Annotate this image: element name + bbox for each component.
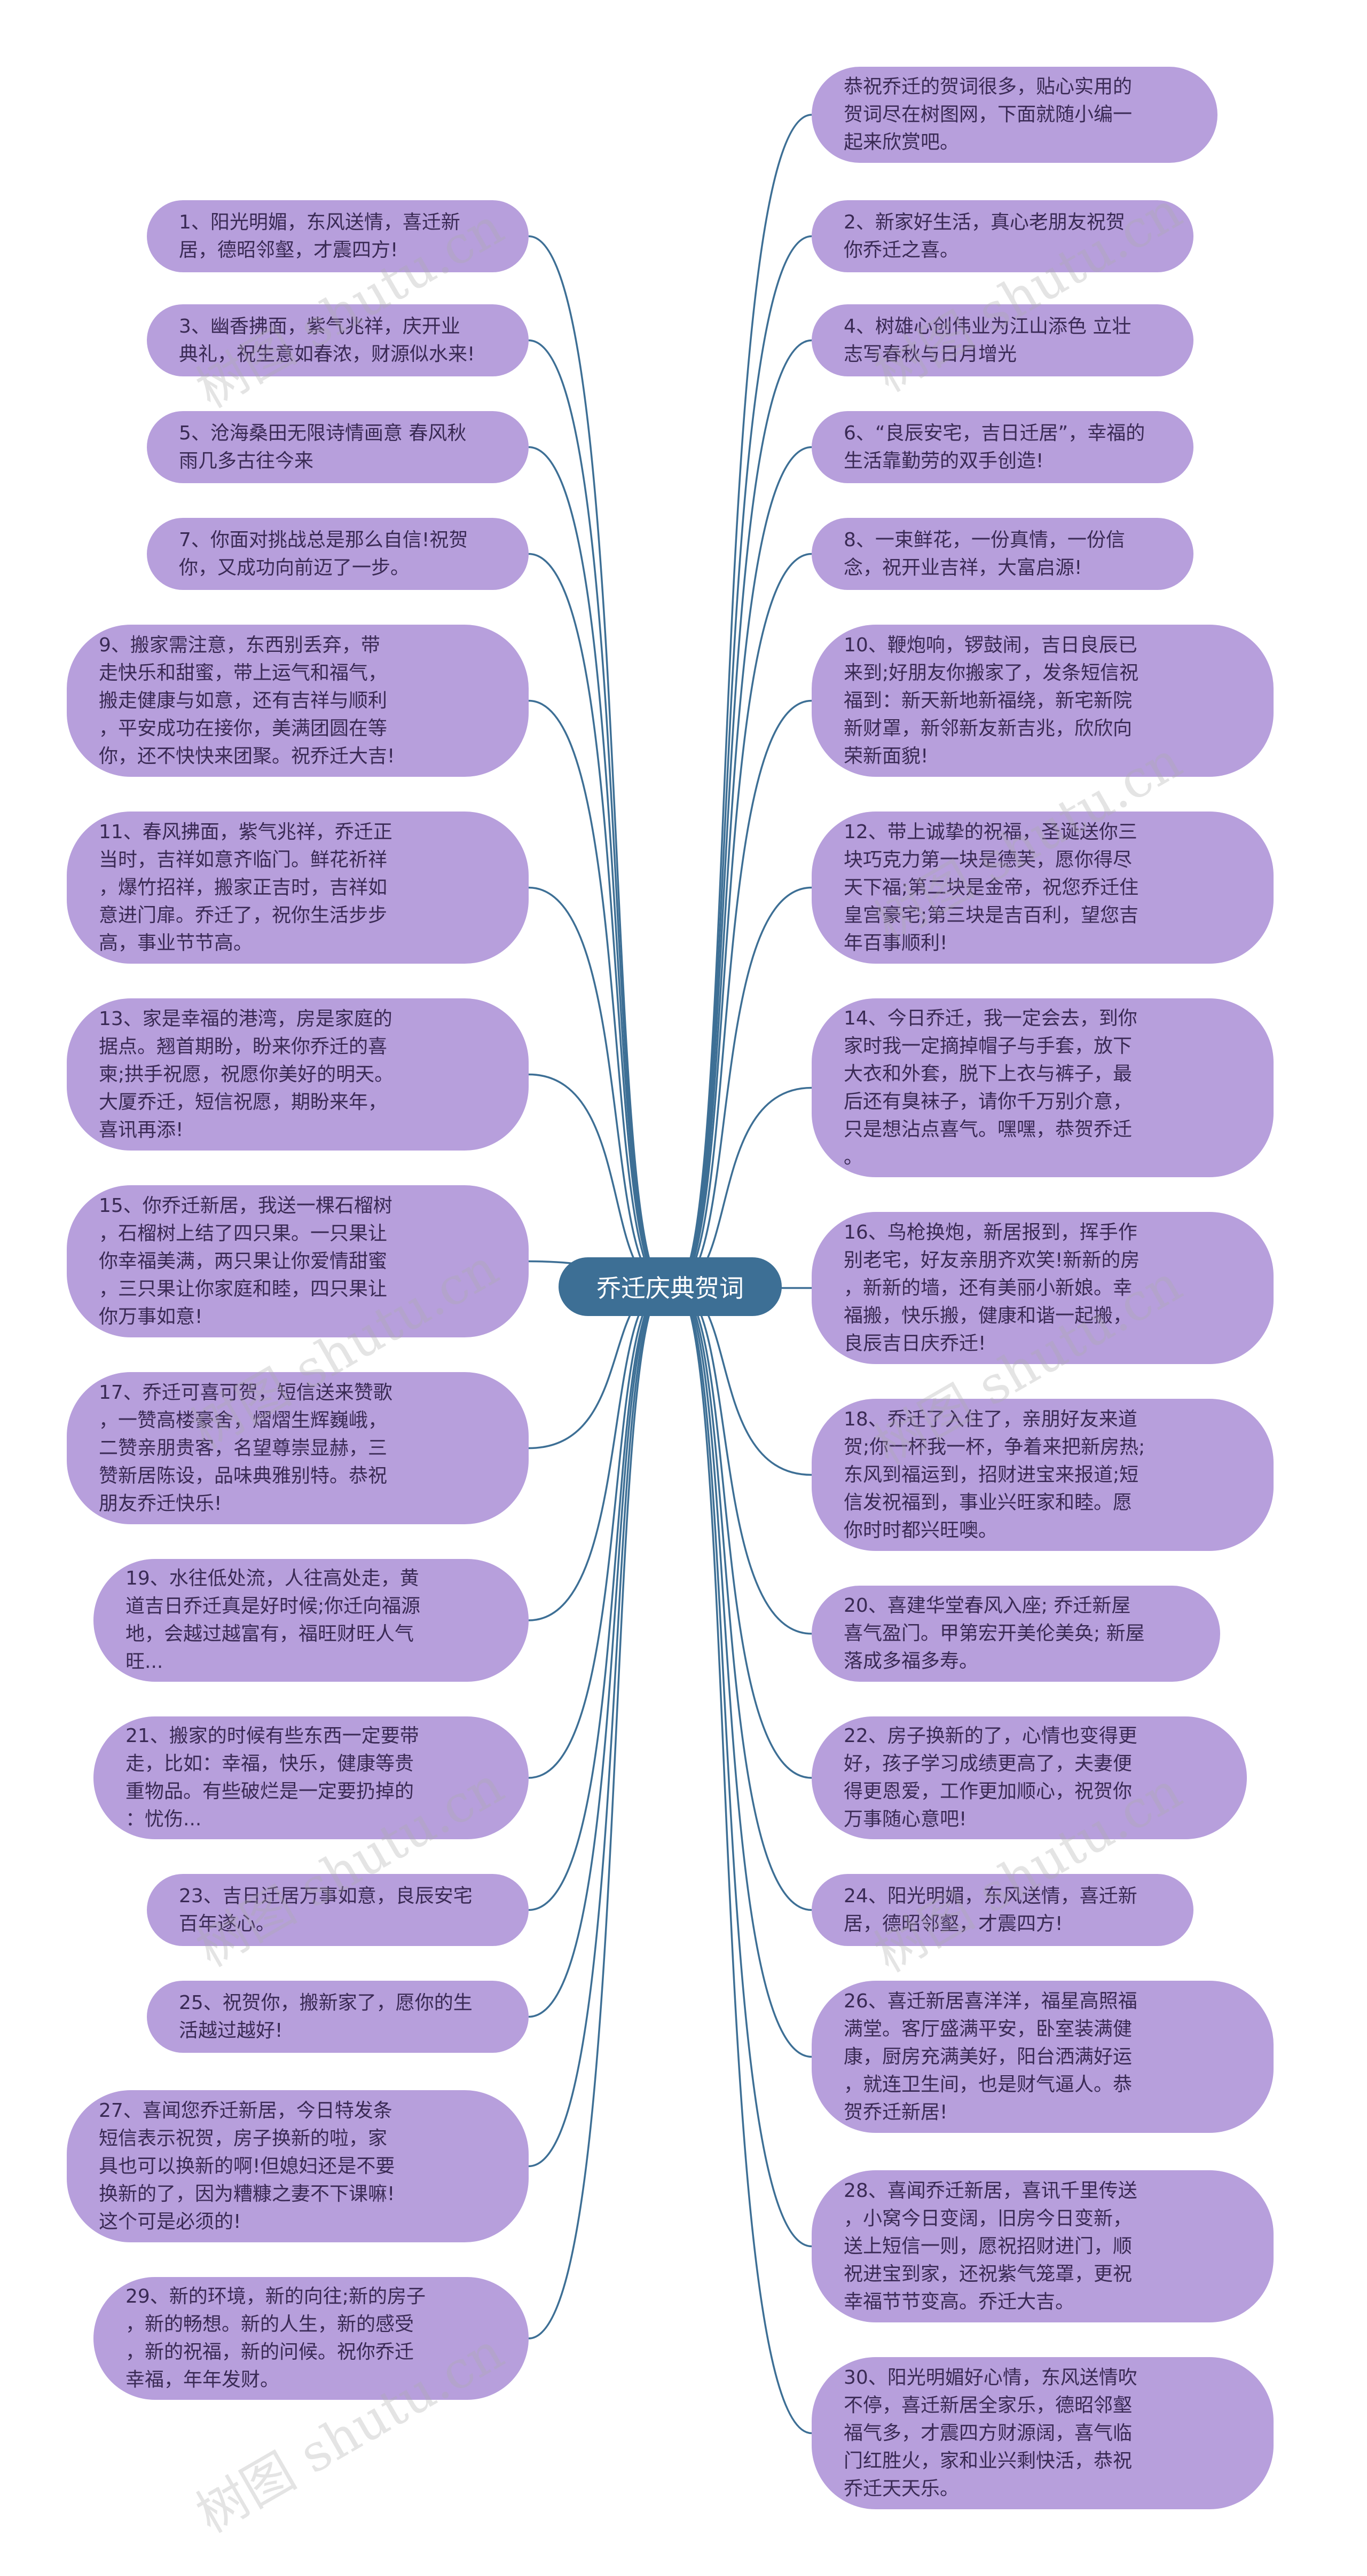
topic-node-text: 23、吉日迁居万事如意，良辰安宅 百年遂心。 [179, 1885, 473, 1935]
topic-node-text: 恭祝乔迁的贺词很多，贴心实用的 贺词尽在树图网，下面就随小编一 起来欣赏吧。 [844, 76, 1133, 153]
connector-line [528, 1286, 666, 2018]
topic-node-text: 21、搬家的时候有些东西一定要带 走，比如：幸福，快乐，健康等贵 重物品。有些破… [125, 1725, 419, 1830]
topic-node-text: 29、新的环境，新的向往;新的房子 ，新的畅想。新的人生，新的感受 ，新的祝福，… [125, 2286, 426, 2391]
topic-node[interactable]: 16、鸟枪换炮，新居报到，挥手作 别老宅，好友亲朋齐欢笑!新新的房 ，新新的墙，… [812, 1212, 1274, 1364]
connector-line [528, 553, 666, 1288]
connector-line [674, 1286, 812, 1911]
topic-node[interactable]: 28、喜闻乔迁新居，喜讯千里传送 ，小窝今日变阔，旧房今日变新， 送上短信一则，… [812, 2170, 1274, 2322]
connector-line [674, 339, 812, 1288]
topic-node[interactable]: 26、喜迁新居喜洋洋，福星高照福 满堂。客厅盛满平安，卧室装满健 康，厨房充满美… [812, 1981, 1274, 2133]
topic-node[interactable]: 25、祝贺你，搬新家了，愿你的生 活越过越好! [147, 1981, 529, 2053]
topic-node-text: 16、鸟枪换炮，新居报到，挥手作 别老宅，好友亲朋齐欢笑!新新的房 ，新新的墙，… [844, 1221, 1140, 1354]
topic-node-text: 2、新家好生活，真心老朋友祝贺 你乔迁之喜。 [844, 211, 1125, 261]
connector-line [528, 1286, 666, 2168]
topic-node-text: 12、带上诚挚的祝福，圣诞送你三 块巧克力第一块是德芙，愿你得尽 天下福;第二块… [844, 821, 1139, 954]
topic-node[interactable]: 11、春风拂面，紫气兆祥，乔迁正 当时，吉祥如意齐临门。鲜花祈祥 ，爆竹招祥，搬… [67, 812, 529, 964]
connector-line [674, 1286, 812, 1779]
topic-node[interactable]: 15、你乔迁新居，我送一棵石榴树 ，石榴树上结了四只果。一只果让 你幸福美满，两… [67, 1185, 529, 1337]
connector-line [674, 446, 812, 1288]
topic-node-text: 19、水往低处流，人往高处走，黄 道吉日乔迁真是好时候;你迁向福源 地，会越过越… [125, 1567, 421, 1673]
topic-node[interactable]: 8、一束鲜花，一份真情，一份信 念，祝开业吉祥，大富启源! [812, 518, 1193, 590]
topic-node[interactable]: 10、鞭炮响，锣鼓闹，吉日良辰已 来到;好朋友你搬家了，发条短信祝 福到：新天新… [812, 625, 1274, 777]
topic-node[interactable]: 9、搬家需注意，东西别丢弃，带 走快乐和甜蜜，带上运气和福气， 搬走健康与如意，… [67, 625, 529, 777]
topic-node[interactable]: 4、树雄心创伟业为江山添色 立壮 志写春秋与日月增光 [812, 304, 1193, 376]
topic-node[interactable]: 6、“良辰安宅，吉日迁居”，幸福的 生活靠勤劳的双手创造! [812, 411, 1193, 483]
topic-node-text: 15、你乔迁新居，我送一棵石榴树 ，石榴树上结了四只果。一只果让 你幸福美满，两… [99, 1194, 392, 1328]
topic-node[interactable]: 27、喜闻您乔迁新居，今日特发条 短信表示祝贺，房子换新的啦，家 具也可以换新的… [67, 2090, 529, 2242]
connector-line [674, 1286, 812, 2058]
connector-line [528, 235, 666, 1288]
connector-line [528, 1286, 666, 1911]
topic-node[interactable]: 24、阳光明媚，东风送情，喜迁新 居，德昭邻壑，才震四方! [812, 1874, 1193, 1946]
connector-line [528, 699, 666, 1288]
topic-node-text: 22、房子换新的了，心情也变得更 好，孩子学习成绩更高了，夫妻便 得更恩爱，工作… [844, 1725, 1137, 1830]
topic-node[interactable]: 1、阳光明媚，东风送情，喜迁新 居，德昭邻壑，才震四方! [147, 200, 529, 272]
connector-line [674, 553, 812, 1288]
topic-node-text: 13、家是幸福的港湾，房是家庭的 据点。翘首期盼，盼来你乔迁的喜 柬;拱手祝愿，… [99, 1007, 394, 1141]
topic-node-text: 28、喜闻乔迁新居，喜讯千里传送 ，小窝今日变阔，旧房今日变新， 送上短信一则，… [844, 2179, 1137, 2313]
topic-node[interactable]: 22、房子换新的了，心情也变得更 好，孩子学习成绩更高了，夫妻便 得更恩爱，工作… [812, 1716, 1247, 1839]
connector-line [528, 339, 666, 1288]
topic-node-text: 6、“良辰安宅，吉日迁居”，幸福的 生活靠勤劳的双手创造! [844, 422, 1145, 472]
center-topic[interactable]: 乔迁庆典贺词 [559, 1257, 782, 1316]
topic-node-text: 24、阳光明媚，东风送情，喜迁新 居，德昭邻壑，才震四方! [844, 1885, 1137, 1935]
connector-line [674, 1286, 812, 2248]
topic-node[interactable]: 3、幽香拂面，紫气兆祥，庆开业 典礼，祝生意如春浓，财源似水来! [147, 304, 529, 376]
topic-node[interactable]: 19、水往低处流，人往高处走，黄 道吉日乔迁真是好时候;你迁向福源 地，会越过越… [93, 1559, 529, 1682]
topic-node-text: 17、乔迁可喜可贺，短信送来赞歌 ，一赞高楼豪舍，熠熠生辉巍峨， 二赞亲朋贵客，… [99, 1381, 392, 1515]
topic-node[interactable]: 7、你面对挑战总是那么自信!祝贺 你，又成功向前迈了一步。 [147, 518, 529, 590]
center-topic-label: 乔迁庆典贺词 [596, 1274, 744, 1303]
topic-node-text: 30、阳光明媚好心情，东风送情吹 不停，喜迁新居全家乐，德昭邻壑 福气多，才震四… [844, 2366, 1137, 2500]
connector-line [528, 1286, 666, 2339]
topic-node[interactable]: 20、喜建华堂春风入座; 乔迁新屋 喜气盈门。甲第宏开美伦美奂; 新屋 落成多福… [812, 1586, 1220, 1682]
connector-line [674, 886, 812, 1288]
topic-node[interactable]: 13、家是幸福的港湾，房是家庭的 据点。翘首期盼，盼来你乔迁的喜 柬;拱手祝愿，… [67, 998, 529, 1151]
connector-line [528, 886, 666, 1288]
connector-line [674, 699, 812, 1288]
topic-node[interactable]: 12、带上诚挚的祝福，圣诞送你三 块巧克力第一块是德芙，愿你得尽 天下福;第二块… [812, 812, 1274, 964]
topic-node-text: 5、沧海桑田无限诗情画意 春风秋 雨几多古往今来 [179, 422, 467, 472]
topic-node[interactable]: 23、吉日迁居万事如意，良辰安宅 百年遂心。 [147, 1874, 529, 1946]
topic-node[interactable]: 17、乔迁可喜可贺，短信送来赞歌 ，一赞高楼豪舍，熠熠生辉巍峨， 二赞亲朋贵客，… [67, 1372, 529, 1524]
topic-node[interactable]: 29、新的环境，新的向往;新的房子 ，新的畅想。新的人生，新的感受 ，新的祝福，… [93, 2277, 529, 2400]
topic-node-text: 10、鞭炮响，锣鼓闹，吉日良辰已 来到;好朋友你搬家了，发条短信祝 福到：新天新… [844, 634, 1139, 767]
topic-node-text: 1、阳光明媚，东风送情，喜迁新 居，德昭邻壑，才震四方! [179, 211, 460, 261]
topic-node-text: 4、树雄心创伟业为江山添色 立壮 志写春秋与日月增光 [844, 315, 1132, 365]
topic-node[interactable]: 30、阳光明媚好心情，东风送情吹 不停，喜迁新居全家乐，德昭邻壑 福气多，才震四… [812, 2357, 1274, 2509]
connector-line [674, 235, 812, 1288]
topic-node-text: 7、你面对挑战总是那么自信!祝贺 你，又成功向前迈了一步。 [179, 529, 468, 579]
topic-node-text: 9、搬家需注意，东西别丢弃，带 走快乐和甜蜜，带上运气和福气， 搬走健康与如意，… [99, 634, 395, 767]
topic-node-text: 27、喜闻您乔迁新居，今日特发条 短信表示祝贺，房子换新的啦，家 具也可以换新的… [99, 2099, 395, 2233]
topic-node-text: 14、今日乔迁，我一定会去，到你 家时我一定摘掉帽子与手套，放下 大衣和外套，脱… [844, 1007, 1137, 1168]
topic-node[interactable]: 恭祝乔迁的贺词很多，贴心实用的 贺词尽在树图网，下面就随小编一 起来欣赏吧。 [812, 67, 1217, 163]
topic-node-text: 25、祝贺你，搬新家了，愿你的生 活越过越好! [179, 1991, 473, 2042]
topic-node-text: 18、乔迁了入住了，亲朋好友来道 贺;你一杯我一杯，争着来把新房热; 东风到福运… [844, 1408, 1145, 1541]
topic-node[interactable]: 14、今日乔迁，我一定会去，到你 家时我一定摘掉帽子与手套，放下 大衣和外套，脱… [812, 998, 1274, 1177]
connector-line [674, 114, 812, 1288]
topic-node-text: 20、喜建华堂春风入座; 乔迁新屋 喜气盈门。甲第宏开美伦美奂; 新屋 落成多福… [844, 1595, 1145, 1672]
topic-node[interactable]: 2、新家好生活，真心老朋友祝贺 你乔迁之喜。 [812, 200, 1193, 272]
topic-node-text: 26、喜迁新居喜洋洋，福星高照福 满堂。客厅盛满平安，卧室装满健 康，厨房充满美… [844, 1990, 1137, 2123]
topic-node[interactable]: 5、沧海桑田无限诗情画意 春风秋 雨几多古往今来 [147, 411, 529, 483]
topic-node-text: 3、幽香拂面，紫气兆祥，庆开业 典礼，祝生意如春浓，财源似水来! [179, 315, 475, 365]
topic-node-text: 11、春风拂面，紫气兆祥，乔迁正 当时，吉祥如意齐临门。鲜花祈祥 ，爆竹招祥，搬… [99, 821, 392, 954]
topic-node-text: 8、一束鲜花，一份真情，一份信 念，祝开业吉祥，大富启源! [844, 529, 1125, 579]
topic-node[interactable]: 21、搬家的时候有些东西一定要带 走，比如：幸福，快乐，健康等贵 重物品。有些破… [93, 1716, 529, 1839]
connector-line [528, 446, 666, 1288]
connector-line [674, 1286, 812, 2435]
topic-node[interactable]: 18、乔迁了入住了，亲朋好友来道 贺;你一杯我一杯，争着来把新房热; 东风到福运… [812, 1399, 1274, 1551]
